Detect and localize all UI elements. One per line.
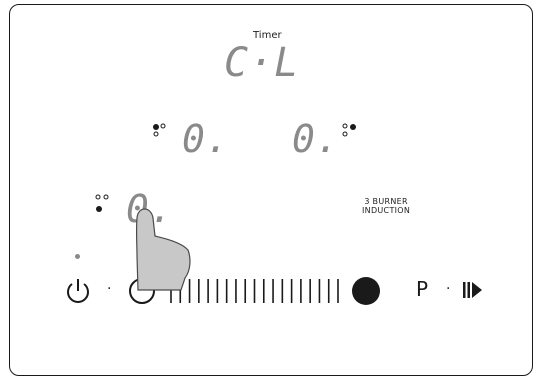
zone-position-icon [95, 194, 109, 212]
separator-dot-right: · [446, 281, 451, 297]
power-level-slider[interactable] [126, 274, 386, 312]
slider-scale [129, 277, 380, 305]
power-indicator-dot [75, 254, 80, 259]
cooktop-panel [9, 4, 533, 376]
zone-display-rear-right[interactable]: 0. [292, 117, 340, 161]
finger-pointer [133, 200, 195, 294]
zone-indicator-rear-right [342, 122, 358, 141]
finger-icon [135, 208, 191, 291]
zone-position-icon [342, 123, 356, 137]
power-icon [67, 279, 89, 303]
brand-line-2: INDUCTION [362, 206, 411, 215]
timer-display[interactable]: C·L [224, 40, 300, 86]
zone-display-rear-left[interactable]: 0. [182, 117, 230, 161]
separator-dot: · [107, 281, 112, 297]
zone-indicator-rear-left [152, 122, 168, 141]
power-button[interactable] [64, 276, 92, 310]
slider-max-circle [352, 277, 380, 305]
zone-indicator-front-left [95, 194, 111, 218]
timer-label: Timer [253, 30, 282, 41]
brand-label: 3 BURNER INDUCTION [362, 197, 410, 215]
boost-button[interactable] [463, 281, 485, 303]
pause-label: P [416, 277, 429, 301]
pause-button[interactable]: P [416, 279, 428, 299]
zone-position-icon [153, 123, 166, 137]
slider-ticks [170, 279, 339, 303]
boost-icon [463, 282, 482, 298]
brand-line-1: 3 BURNER [364, 197, 408, 206]
